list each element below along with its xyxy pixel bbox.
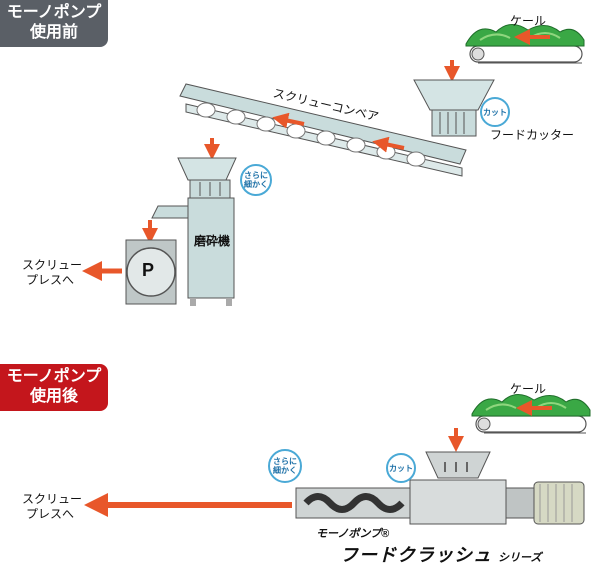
press-label-before-line2: プレスへ [26,273,75,287]
food-cutter-label: フードカッター [490,128,575,142]
press-label-after: スクリュー プレスへ [22,492,82,522]
press-label-before-line1: スクリュー [22,258,83,272]
finer-bubble-after-line1: さらに [273,457,297,466]
press-label-after-line1: スクリュー [22,492,83,506]
kale-conveyor-after [471,394,591,434]
product-series: シリーズ [498,552,542,564]
before-badge-line1: モーノポンプ [6,4,102,21]
food-cutter [413,79,495,137]
product-name: フードクラッシュ シリーズ [340,541,541,567]
kale-label-before: ケール [510,14,547,28]
finer-bubble-before-line2: 細かく [244,180,268,189]
grinder-machine [151,157,237,306]
pump-letter: P [142,260,155,280]
after-badge-line1: モーノポンプ [6,368,102,385]
press-label-before: スクリュー プレスへ [22,258,82,288]
after-badge-line2: 使用後 [29,388,78,405]
press-label-after-line2: プレスへ [26,507,75,521]
brand-logo-text: モーノポンプ® [316,528,390,540]
grinder-label: 磨砕機 [194,234,231,248]
before-badge: モーノポンプ 使用前 [0,0,108,47]
cut-bubble-after: カット [386,453,416,483]
before-badge-line2: 使用前 [29,24,78,41]
after-badge: モーノポンプ 使用後 [0,364,108,411]
conveyor-arrow-2 [372,136,405,153]
conveyor-arrow-1 [272,112,305,129]
food-crush-pump [295,451,585,525]
product-name-main: フードクラッシュ [340,545,492,565]
pump-icon [125,239,177,305]
cut-bubble-before: カット [480,97,510,127]
finer-bubble-after-line2: 細かく [273,466,297,475]
kale-conveyor-before [465,24,585,64]
finer-bubble-before-line1: さらに [244,171,268,180]
finer-bubble-before: さらに 細かく [240,164,272,196]
kale-label-after: ケール [510,382,547,396]
finer-bubble-after: さらに 細かく [268,449,302,483]
